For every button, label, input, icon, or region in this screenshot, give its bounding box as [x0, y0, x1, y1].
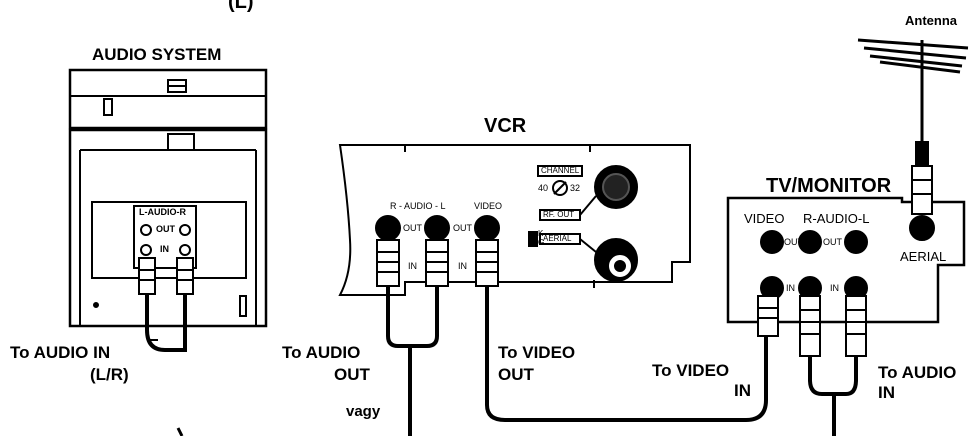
audio-system-in-label: IN [160, 244, 169, 254]
antenna [857, 38, 969, 215]
vcr-out-label-2: OUT [453, 223, 472, 233]
audio-system-title: AUDIO SYSTEM [92, 45, 222, 64]
vcr-title: VCR [484, 115, 527, 137]
label-to-video-out: To VIDEO [498, 343, 576, 362]
antenna-label: Antenna [905, 13, 957, 28]
tv-aerial-label: AERIAL [900, 249, 947, 264]
header-partial-text: (L) [228, 0, 254, 13]
vcr-rf-out-label: RF. OUT [543, 210, 575, 219]
vcr-plugs [376, 239, 499, 287]
label-to-video-in-sub: IN [734, 381, 751, 400]
tv-out-label-2: OUT [823, 237, 842, 247]
audio-system-out-label: OUT [156, 224, 175, 234]
tv-panel [726, 196, 966, 324]
or-label: vagy [346, 403, 381, 420]
vcr-panel [338, 144, 691, 296]
tv-plugs [757, 295, 867, 357]
vcr-in-label: IN [408, 261, 417, 271]
label-to-audio-out-sub: OUT [334, 365, 370, 384]
vcr-out-label: OUT [403, 223, 422, 233]
vcr-channel-label: CHANNEL [541, 166, 580, 175]
audio-system-plugs [138, 257, 194, 295]
label-to-video-in: To VIDEO [652, 361, 730, 380]
audio-system-jack-label: L-AUDIO-R [139, 207, 186, 217]
vcr-channel-low: 40 [538, 183, 549, 193]
tv-audio-label: R-AUDIO-L [803, 211, 870, 226]
audio-system-unit [68, 68, 268, 328]
label-to-audio-in-tv-sub: IN [878, 383, 895, 402]
label-to-audio-in-sub: (L/R) [90, 365, 129, 384]
vcr-channel-high: 32 [570, 183, 581, 193]
label-to-audio-out: To AUDIO [282, 343, 361, 362]
vcr-audio-label: R - AUDIO - L [390, 201, 446, 211]
label-to-video-out-sub: OUT [498, 365, 534, 384]
vcr-switch-k: K [538, 229, 544, 238]
tv-in-label: IN [786, 283, 795, 293]
label-to-audio-in: To AUDIO IN [10, 343, 111, 362]
tv-in-label-2: IN [830, 283, 839, 293]
vcr-in-label-2: IN [458, 261, 467, 271]
vcr-aerial-label: AERIAL [543, 234, 572, 243]
label-to-audio-in-tv: To AUDIO [878, 363, 957, 382]
tv-out-label: OUT [784, 237, 803, 247]
vcr-video-label: VIDEO [474, 201, 503, 211]
tv-title: TV/MONITOR [766, 175, 892, 197]
vcr-switch-g: G [538, 238, 545, 247]
tv-video-label: VIDEO [744, 211, 785, 226]
